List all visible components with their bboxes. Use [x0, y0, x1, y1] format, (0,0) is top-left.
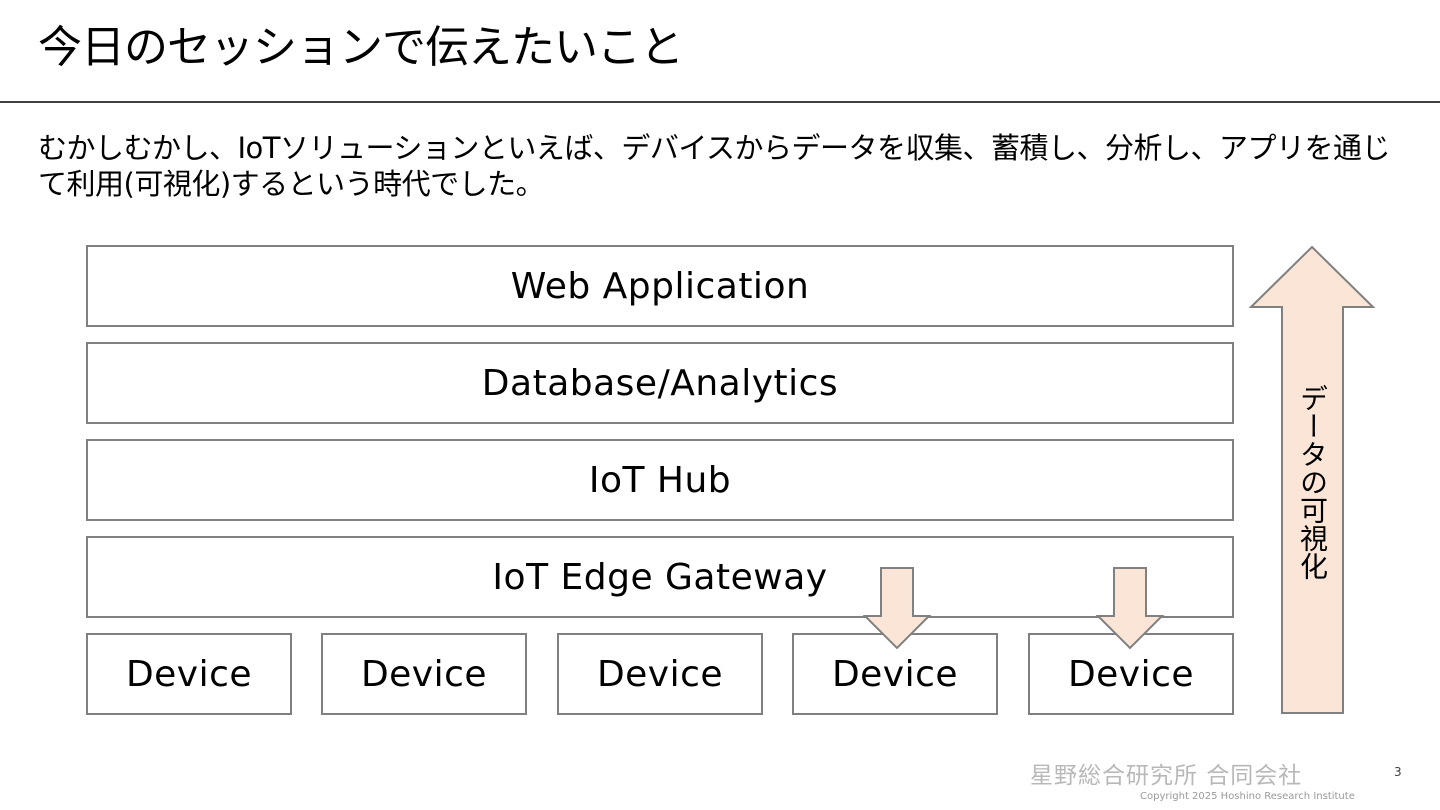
- layer-database-analytics: Database/Analytics: [86, 342, 1234, 424]
- layer-web-application: Web Application: [86, 245, 1234, 327]
- device-box-1: Device: [86, 633, 292, 715]
- page-number: 3: [1394, 765, 1402, 779]
- device-box-4: Device: [792, 633, 998, 715]
- device-box-3: Device: [557, 633, 763, 715]
- layer-iot-edge-gateway: IoT Edge Gateway: [86, 536, 1234, 618]
- arrow-label-data-visualization: データの可視化: [1296, 384, 1329, 580]
- copyright-text: Copyright 2025 Hoshino Research Institut…: [1140, 791, 1355, 802]
- device-box-5: Device: [1028, 633, 1234, 715]
- intro-paragraph: むかしむかし、IoTソリューションといえば、デバイスからデータを収集、蓄積し、分…: [38, 131, 1391, 201]
- company-logo: 星野総合研究所 合同会社: [1030, 763, 1303, 789]
- layer-iot-hub: IoT Hub: [86, 439, 1234, 521]
- title-divider: [0, 101, 1440, 103]
- device-box-2: Device: [321, 633, 527, 715]
- slide-title: 今日のセッションで伝えたいこと: [38, 22, 684, 73]
